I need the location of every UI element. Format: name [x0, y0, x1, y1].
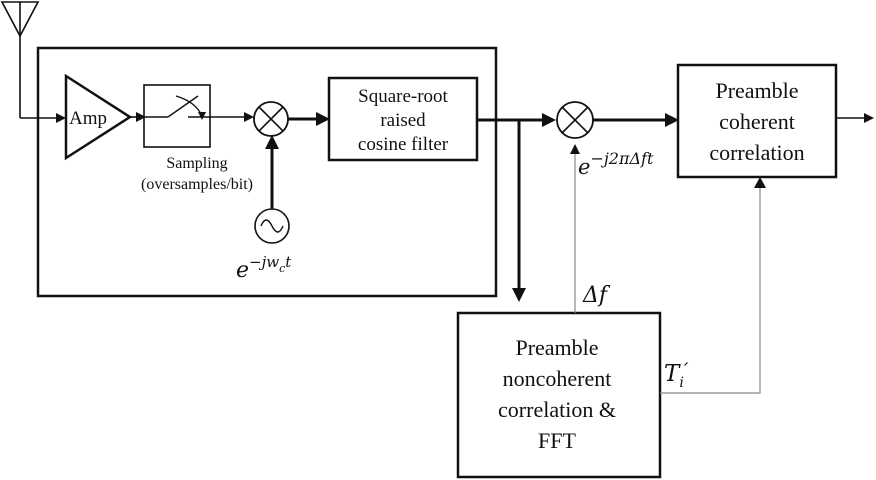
delta-f-label: Δf	[582, 283, 611, 308]
srrc-filter-line1: Square-root	[358, 86, 448, 107]
timing-label: Ti′	[664, 358, 689, 391]
amp-label: Amp	[69, 108, 107, 129]
sampling-switch	[143, 84, 211, 148]
noncoherent-line4: FFT	[538, 428, 576, 453]
oscillator-icon	[254, 208, 290, 244]
mixer-1-icon	[253, 101, 289, 137]
coherent-correlation-block	[676, 63, 838, 179]
coherent-line3: correlation	[709, 140, 804, 165]
srrc-filter-line2: raised	[380, 110, 426, 131]
coherent-line2: coherent	[719, 109, 795, 134]
front-end-enclosure	[36, 46, 498, 298]
noncoherent-line3: correlation &	[498, 397, 616, 422]
sampling-label: Sampling	[166, 155, 227, 172]
freq-correction-label: e−j2πΔft	[578, 149, 654, 179]
noncoherent-line1: Preamble	[515, 335, 598, 360]
amp-block: Amp	[64, 73, 133, 161]
noncoherent-line2: noncoherent	[503, 366, 612, 391]
antenna-icon	[0, 1, 66, 123]
noncoherent-correlation-block	[456, 311, 662, 479]
srrc-filter-block	[327, 76, 479, 162]
coherent-line1: Preamble	[715, 78, 798, 103]
carrier-signal-label: e−jwct	[236, 253, 292, 283]
mixer-2-icon	[556, 101, 594, 139]
srrc-filter-line3: cosine filter	[358, 134, 449, 155]
sampling-sublabel: (oversamples/bit)	[141, 176, 253, 193]
